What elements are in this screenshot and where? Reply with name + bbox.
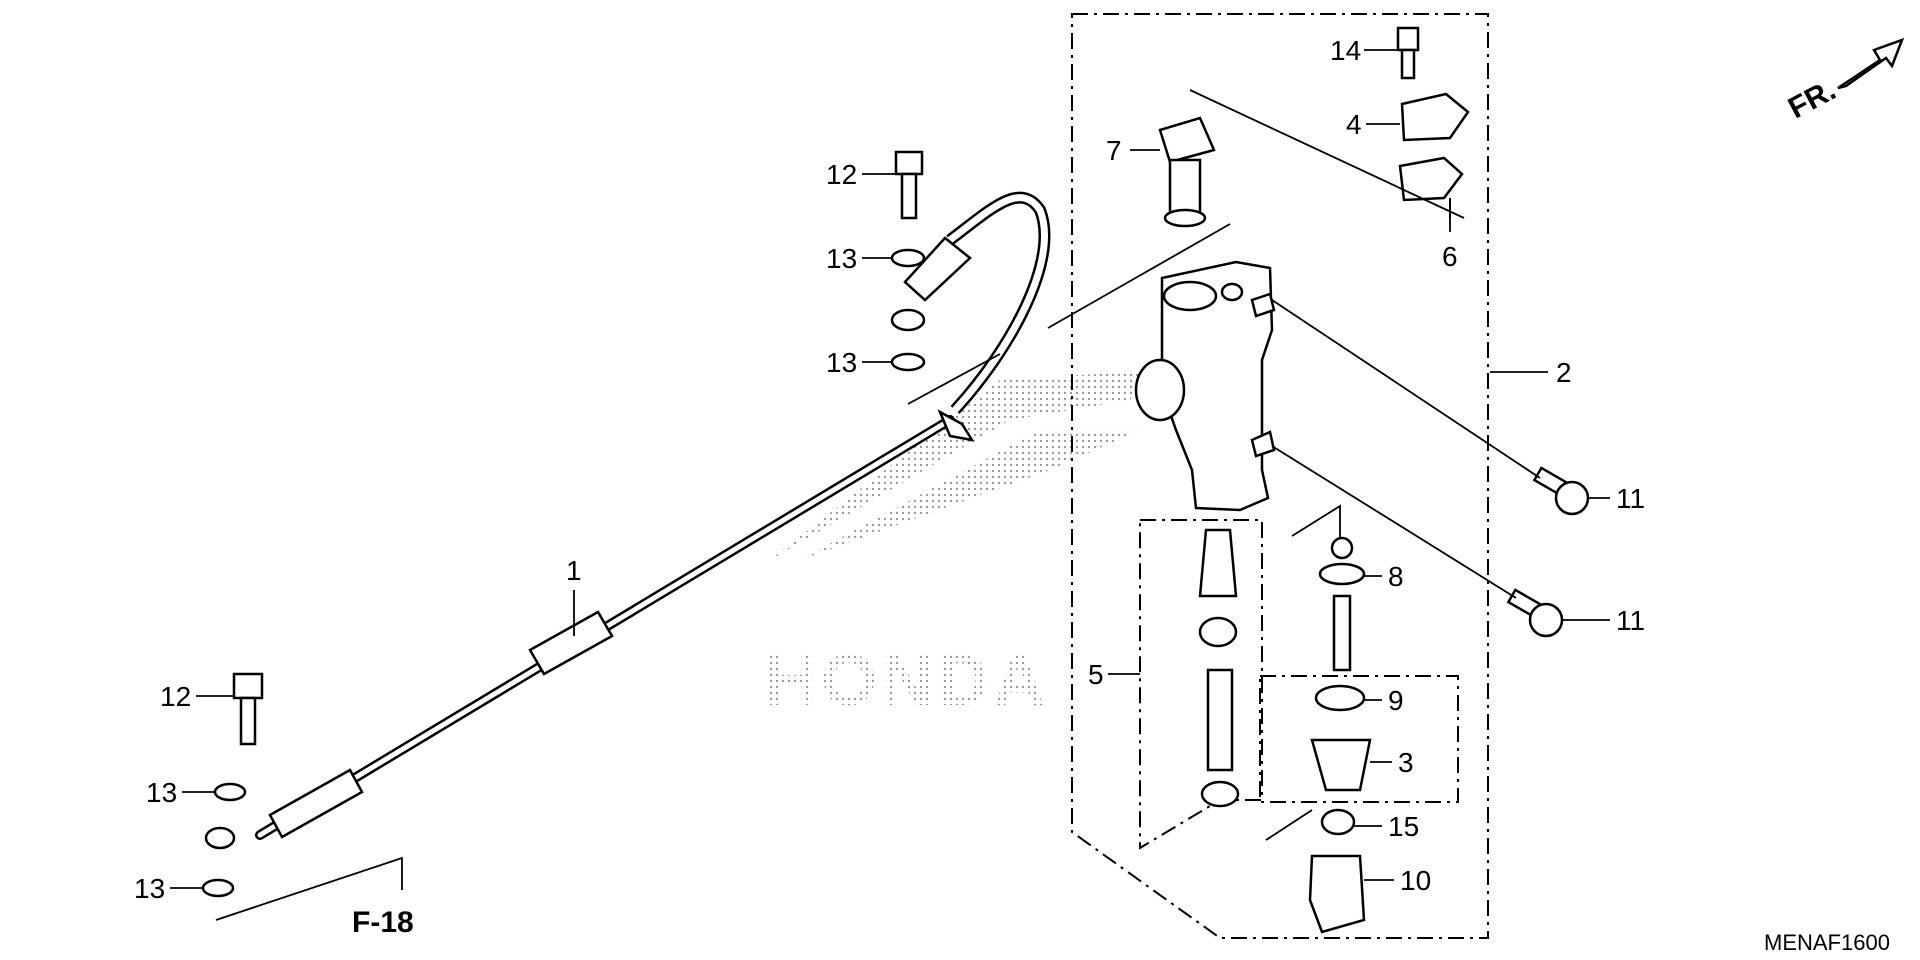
circlip-part-9 xyxy=(1314,684,1366,712)
cap-part-4 xyxy=(1400,92,1470,142)
label-12-bottom: 12 xyxy=(160,681,191,712)
push-rod-part-8 xyxy=(1318,536,1366,672)
label-13-b: 13 xyxy=(826,347,857,378)
nut-part-15 xyxy=(1320,808,1356,836)
connector-lines xyxy=(215,89,1541,921)
piston-set-part-5 xyxy=(1198,528,1240,808)
brake-hose-part-1 xyxy=(204,191,1051,850)
reservoir-joint-part-7 xyxy=(1158,116,1216,228)
washer-part-13-b xyxy=(890,352,926,372)
watermark-text: HONDA xyxy=(765,641,1049,721)
label-3: 3 xyxy=(1398,747,1414,778)
washer-part-13-c xyxy=(213,782,247,802)
master-cylinder-part-2 xyxy=(1134,260,1276,512)
label-13-c: 13 xyxy=(146,777,177,808)
label-14: 14 xyxy=(1330,35,1361,66)
label-11-lower: 11 xyxy=(1616,605,1645,636)
label-15: 15 xyxy=(1388,811,1419,842)
washer-part-13-a xyxy=(890,248,926,268)
label-4: 4 xyxy=(1346,109,1362,140)
label-1: 1 xyxy=(566,555,582,586)
callout-labels: 1 2 3 4 5 6 7 8 9 10 11 11 12 12 13 13 1… xyxy=(134,35,1645,904)
label-12-top: 12 xyxy=(826,159,857,190)
assembly-box-2 xyxy=(1071,13,1489,939)
washer-part-13-d xyxy=(201,878,235,898)
diagram-code: MENAF1600 xyxy=(1764,930,1890,955)
bolt-part-12-bottom xyxy=(232,672,264,746)
front-direction-arrow: FR. xyxy=(1783,37,1905,126)
label-2: 2 xyxy=(1556,357,1572,388)
hose-eye-top xyxy=(890,308,926,332)
assembly-box-5 xyxy=(1139,519,1263,850)
label-13-a: 13 xyxy=(826,243,857,274)
label-13-d: 13 xyxy=(134,873,165,904)
label-10: 10 xyxy=(1400,865,1431,896)
label-9: 9 xyxy=(1388,685,1404,716)
front-label: FR. xyxy=(1783,74,1841,126)
label-6: 6 xyxy=(1442,241,1458,272)
boot-part-3 xyxy=(1310,738,1372,792)
screw-part-14 xyxy=(1396,26,1420,80)
honda-watermark: HONDA xyxy=(765,370,1160,721)
leader-lines xyxy=(170,49,1610,889)
label-5: 5 xyxy=(1088,659,1104,690)
bolt-part-11-lower xyxy=(1506,588,1564,638)
diaphragm-part-6 xyxy=(1398,156,1464,202)
label-11-upper: 11 xyxy=(1616,483,1645,514)
page-reference: F-18 xyxy=(352,906,414,939)
label-7: 7 xyxy=(1106,135,1122,166)
assembly-box-8 xyxy=(1259,675,1459,803)
joint-part-10 xyxy=(1308,854,1366,934)
bolt-part-11-upper xyxy=(1532,466,1590,516)
label-8: 8 xyxy=(1388,561,1404,592)
bolt-part-12-top xyxy=(894,150,924,220)
